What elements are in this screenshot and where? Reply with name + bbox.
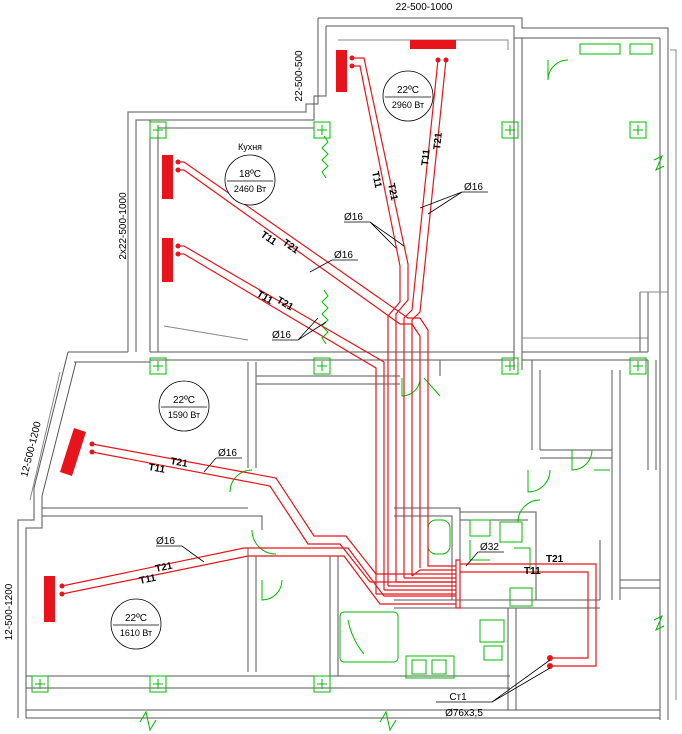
label-main-diameter: Ø32 (480, 542, 499, 553)
room-power: 2460 Вт (234, 184, 266, 194)
column-marker (629, 357, 647, 375)
column-marker (313, 121, 331, 139)
label-return: T21 (546, 554, 564, 565)
riser-callout: Ст1 Ø76x3,5 (436, 659, 551, 719)
radiator-top-left (336, 50, 347, 92)
room-power: 2960 Вт (392, 100, 424, 110)
label-supply: T11 (420, 148, 433, 166)
label-diameter: Ø16 (344, 212, 363, 223)
room-bubble-bottom-left: 22ºC 1610 Вт (110, 598, 162, 650)
column-markers (31, 121, 647, 693)
label-supply: T11 (258, 229, 278, 248)
column-marker (313, 675, 331, 693)
dim-left-lower: 12-500-1200 (4, 583, 15, 640)
label-supply: T11 (138, 573, 157, 587)
column-marker (149, 357, 167, 375)
column-marker (501, 121, 519, 139)
column-marker (501, 357, 519, 375)
label-return: T21 (154, 561, 174, 575)
radiator-bottom-left (44, 576, 55, 622)
column-marker (313, 357, 331, 375)
label-diameter: Ø16 (218, 448, 237, 459)
label-supply: T11 (147, 462, 166, 476)
room-bubble-middle-left: 22ºC 1590 Вт (158, 380, 210, 432)
column-marker (149, 121, 167, 139)
room-power: 1610 Вт (120, 628, 152, 638)
label-return: T21 (169, 456, 188, 470)
radiator-middle-left (60, 428, 86, 476)
pipe-ends (59, 55, 553, 669)
column-marker (149, 675, 167, 693)
radiator-top-right (410, 40, 456, 49)
pipes (61, 57, 597, 667)
column-marker (31, 675, 49, 693)
label-return: T21 (432, 132, 445, 151)
room-temp: 22ºC (397, 85, 419, 96)
riser-diameter: Ø76x3,5 (445, 708, 483, 719)
dim-top-left: 22-500-500 (294, 50, 305, 102)
label-diameter: Ø16 (334, 250, 353, 261)
label-diameter: Ø16 (156, 536, 175, 547)
room-bubble-top: 22ºC 2960 Вт (382, 70, 434, 122)
room-name: Кухня (238, 142, 262, 152)
walls (17, 17, 677, 720)
label-supply: T11 (255, 289, 275, 307)
column-marker (629, 121, 647, 139)
label-diameter: Ø16 (464, 182, 483, 193)
diameter-callouts: Ø16 Ø16 Ø16 Ø16 Ø16 Ø16 Ø32 (156, 182, 504, 567)
label-supply: T11 (369, 170, 383, 189)
dim-top: 22-500-1000 (396, 2, 453, 13)
label-diameter: Ø16 (272, 330, 291, 341)
label-supply: T11 (524, 566, 541, 577)
room-power: 1590 Вт (168, 410, 200, 420)
label-return: T21 (385, 182, 399, 202)
pipe-labels: T11 T21 T11 T21 T11 T21 T11 T21 T11 T21 … (138, 132, 563, 587)
room-temp: 18ºC (239, 169, 261, 180)
radiators (44, 40, 456, 622)
riser-name: Ст1 (449, 692, 467, 703)
radiator-kitchen-lower (162, 238, 173, 282)
room-temp: 22ºC (173, 395, 195, 406)
radiator-kitchen-upper (162, 155, 173, 199)
room-bubble-kitchen: Кухня 18ºC 2460 Вт (224, 142, 276, 206)
dim-left-middle: 12-500-1200 (19, 420, 43, 478)
room-temp: 22ºC (125, 613, 147, 624)
dim-left-upper: 2x22-500-1000 (118, 192, 129, 260)
label-return: T21 (275, 295, 296, 313)
fixtures (139, 43, 665, 732)
label-return: T21 (280, 237, 301, 256)
